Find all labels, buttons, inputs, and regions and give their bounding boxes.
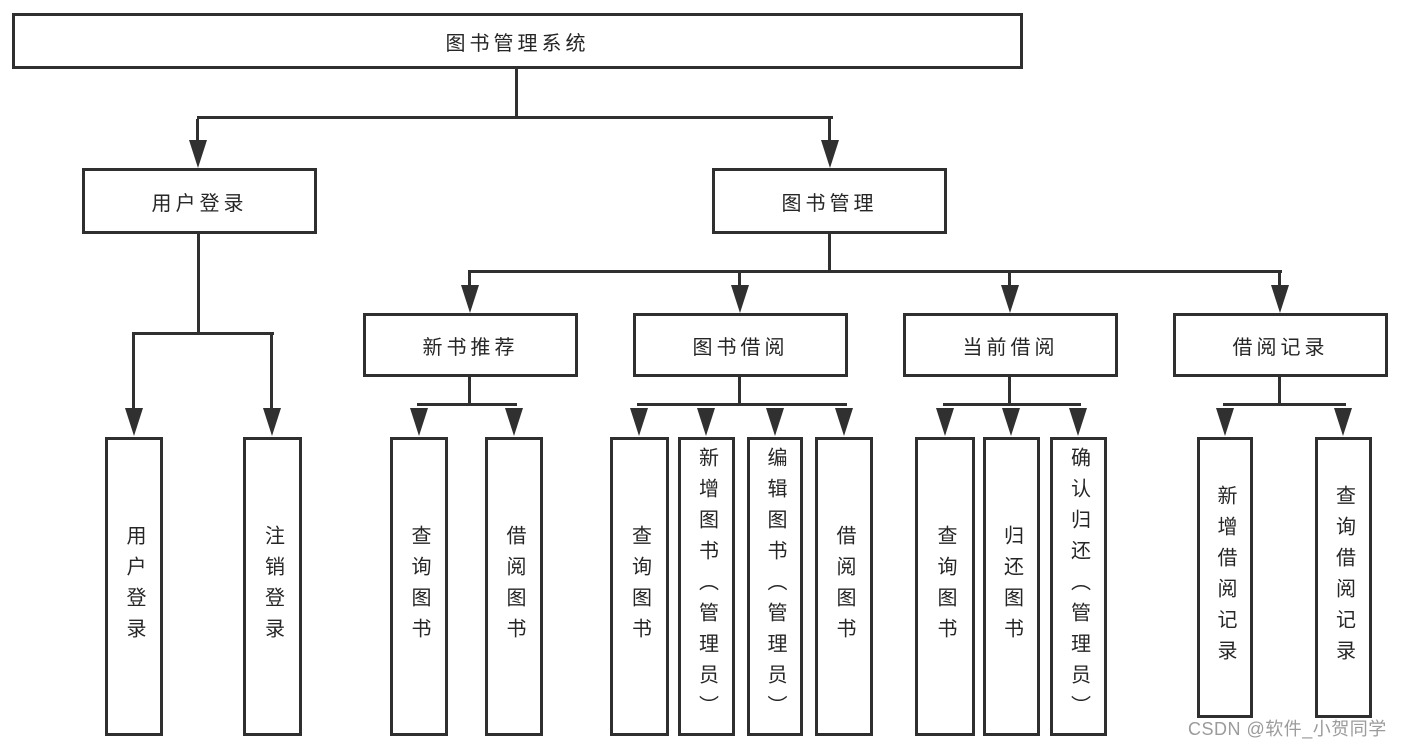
connector-book-borrow-bar bbox=[637, 403, 847, 406]
connector-level3-drop bbox=[1278, 273, 1281, 286]
connector-level2-bar bbox=[197, 116, 833, 119]
node-book-management-label: 图书管理 bbox=[781, 192, 878, 215]
node-user-login: 用户登录 bbox=[82, 168, 317, 234]
connector-book-management-stem bbox=[828, 234, 831, 272]
arrow-down-icon bbox=[505, 408, 523, 436]
connector-level3-drop bbox=[738, 273, 741, 286]
leaf-borrow-books-2: 借阅图书 bbox=[815, 437, 873, 736]
connector-borrow-record-bar bbox=[1223, 403, 1346, 406]
node-current-borrow-label: 当前借阅 bbox=[962, 336, 1059, 359]
node-new-book-recommend: 新书推荐 bbox=[363, 313, 578, 377]
connector-user-login-stem bbox=[197, 234, 200, 334]
leaf-return-books-label: 归还图书 bbox=[1000, 524, 1023, 649]
arrow-down-icon bbox=[189, 140, 207, 168]
csdn-watermark: CSDN @软件_小贺同学 bbox=[1188, 719, 1387, 739]
node-book-borrow: 图书借阅 bbox=[633, 313, 848, 377]
arrow-down-icon bbox=[1271, 285, 1289, 313]
leaf-logout-label: 注销登录 bbox=[261, 524, 284, 649]
leaf-user-login-label: 用户登录 bbox=[123, 524, 145, 649]
arrow-down-icon bbox=[263, 408, 281, 436]
arrow-down-icon bbox=[410, 408, 428, 436]
arrow-down-icon bbox=[1001, 285, 1019, 313]
leaf-borrow-books-2-label: 借阅图书 bbox=[833, 524, 855, 649]
node-user-login-label: 用户登录 bbox=[151, 192, 248, 215]
leaf-user-login: 用户登录 bbox=[105, 437, 163, 736]
leaf-add-borrow-record: 新增借阅记录 bbox=[1197, 437, 1253, 718]
connector-user-login-drop bbox=[196, 119, 199, 141]
leaf-add-borrow-record-label: 新增借阅记录 bbox=[1214, 484, 1236, 671]
arrow-down-icon bbox=[461, 285, 479, 313]
connector-current-borrow-bar bbox=[943, 403, 1081, 406]
leaf-query-books-2: 查询图书 bbox=[610, 437, 669, 736]
leaf-query-books-1: 查询图书 bbox=[390, 437, 448, 736]
arrow-down-icon bbox=[731, 285, 749, 313]
arrow-down-icon bbox=[936, 408, 954, 436]
node-borrow-records: 借阅记录 bbox=[1173, 313, 1388, 377]
node-root-label: 图书管理系统 bbox=[445, 32, 590, 55]
arrow-down-icon bbox=[821, 140, 839, 168]
leaf-query-books-2-label: 查询图书 bbox=[628, 524, 651, 649]
connector-user-login-bar bbox=[132, 332, 274, 335]
node-borrow-records-label: 借阅记录 bbox=[1232, 336, 1329, 359]
connector-new-book-stem bbox=[468, 377, 471, 406]
node-book-borrow-label: 图书借阅 bbox=[692, 336, 789, 359]
connector-level3-bar bbox=[468, 270, 1282, 273]
arrow-down-icon bbox=[1069, 408, 1087, 436]
arrow-down-icon bbox=[1334, 408, 1352, 436]
leaf-add-books-admin-label: 新增图书（管理员） bbox=[695, 447, 718, 726]
leaf-query-borrow-record-label: 查询借阅记录 bbox=[1332, 484, 1355, 671]
connector-root-stem bbox=[515, 69, 518, 117]
arrow-down-icon bbox=[835, 408, 853, 436]
leaf-add-books-admin: 新增图书（管理员） bbox=[678, 437, 735, 736]
leaf-borrow-books-1: 借阅图书 bbox=[485, 437, 543, 736]
leaf-query-books-3-label: 查询图书 bbox=[934, 524, 956, 649]
arrow-down-icon bbox=[630, 408, 648, 436]
leaf-edit-books-admin: 编辑图书（管理员） bbox=[747, 437, 803, 736]
connector-borrow-record-stem bbox=[1278, 377, 1281, 406]
leaf-edit-books-admin-label: 编辑图书（管理员） bbox=[764, 447, 786, 726]
arrow-down-icon bbox=[1002, 408, 1020, 436]
node-book-management: 图书管理 bbox=[712, 168, 947, 234]
leaf-query-books-3: 查询图书 bbox=[915, 437, 975, 736]
arrow-down-icon bbox=[1216, 408, 1234, 436]
leaf-confirm-return-admin-label: 确认归还（管理员） bbox=[1067, 447, 1090, 726]
connector-level3-drop bbox=[1008, 273, 1011, 286]
connector-level3-drop bbox=[468, 273, 471, 286]
leaf-query-borrow-record: 查询借阅记录 bbox=[1315, 437, 1372, 718]
leaf-return-books: 归还图书 bbox=[983, 437, 1040, 736]
leaf-query-books-1-label: 查询图书 bbox=[408, 524, 430, 649]
node-root: 图书管理系统 bbox=[12, 13, 1023, 69]
node-new-book-recommend-label: 新书推荐 bbox=[422, 336, 519, 359]
connector-current-borrow-stem bbox=[1008, 377, 1011, 406]
connector-book-borrow-stem bbox=[738, 377, 741, 406]
connector-leaf-drop bbox=[132, 334, 135, 409]
node-current-borrow: 当前借阅 bbox=[903, 313, 1118, 377]
leaf-confirm-return-admin: 确认归还（管理员） bbox=[1050, 437, 1107, 736]
arrow-down-icon bbox=[697, 408, 715, 436]
connector-book-management-drop bbox=[828, 119, 831, 141]
arrow-down-icon bbox=[766, 408, 784, 436]
leaf-logout: 注销登录 bbox=[243, 437, 302, 736]
leaf-borrow-books-1-label: 借阅图书 bbox=[503, 524, 525, 649]
arrow-down-icon bbox=[125, 408, 143, 436]
connector-new-book-bar bbox=[417, 403, 517, 406]
connector-leaf-drop bbox=[270, 334, 273, 409]
